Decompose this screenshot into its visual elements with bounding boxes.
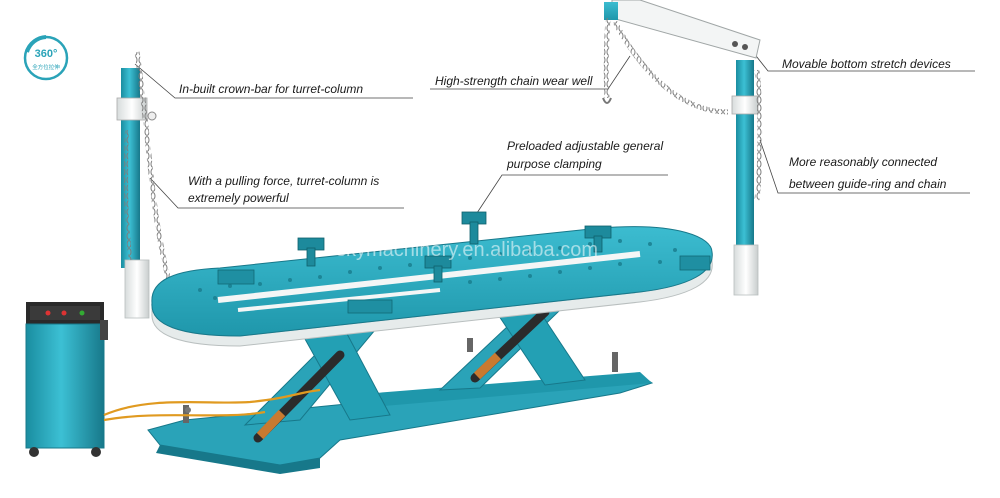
- left-turret-column: [116, 51, 173, 319]
- callout-stretch-devices: Movable bottom stretch devices: [782, 57, 951, 71]
- callout-clamping-line1: Preloaded adjustable general: [507, 139, 664, 153]
- callout-chain-wear-well: High-strength chain wear well: [435, 74, 593, 88]
- callout-crown-bar: In-built crown-bar for turret-column: [179, 82, 364, 96]
- badge-top-text: 360°: [35, 48, 58, 60]
- callout-pulling-line2: extremely powerful: [188, 191, 289, 205]
- leader-pulling: [149, 177, 404, 209]
- leader-guide-ring: [759, 139, 970, 194]
- boom-chains: [602, 17, 729, 115]
- hydraulic-hoses: [103, 388, 321, 422]
- leader-crown-bar: [134, 63, 413, 99]
- callout-pulling-line1: With a pulling force, turret-column is: [188, 174, 380, 188]
- callout-clamping-line2: purpose clamping: [507, 157, 602, 171]
- leader-lines: [134, 41, 975, 217]
- control-cabinet: [25, 302, 108, 457]
- rotation-360-badge: 360° 全方位拉伸: [23, 35, 69, 81]
- callout-guide-ring-line2: between guide-ring and chain: [789, 177, 947, 191]
- right-turret-column: [731, 60, 763, 296]
- leader-clamping: [474, 174, 668, 217]
- badge-bottom-text: 全方位拉伸: [32, 63, 60, 71]
- scissor-lift-base: [147, 307, 654, 474]
- clamps: [297, 211, 612, 283]
- platform-bench: [151, 211, 713, 347]
- callout-guide-ring-line1: More reasonably connected: [789, 155, 938, 169]
- top-boom-arm: [604, 0, 761, 59]
- watermark-text: skymachinery.en.alibaba.com: [336, 239, 598, 261]
